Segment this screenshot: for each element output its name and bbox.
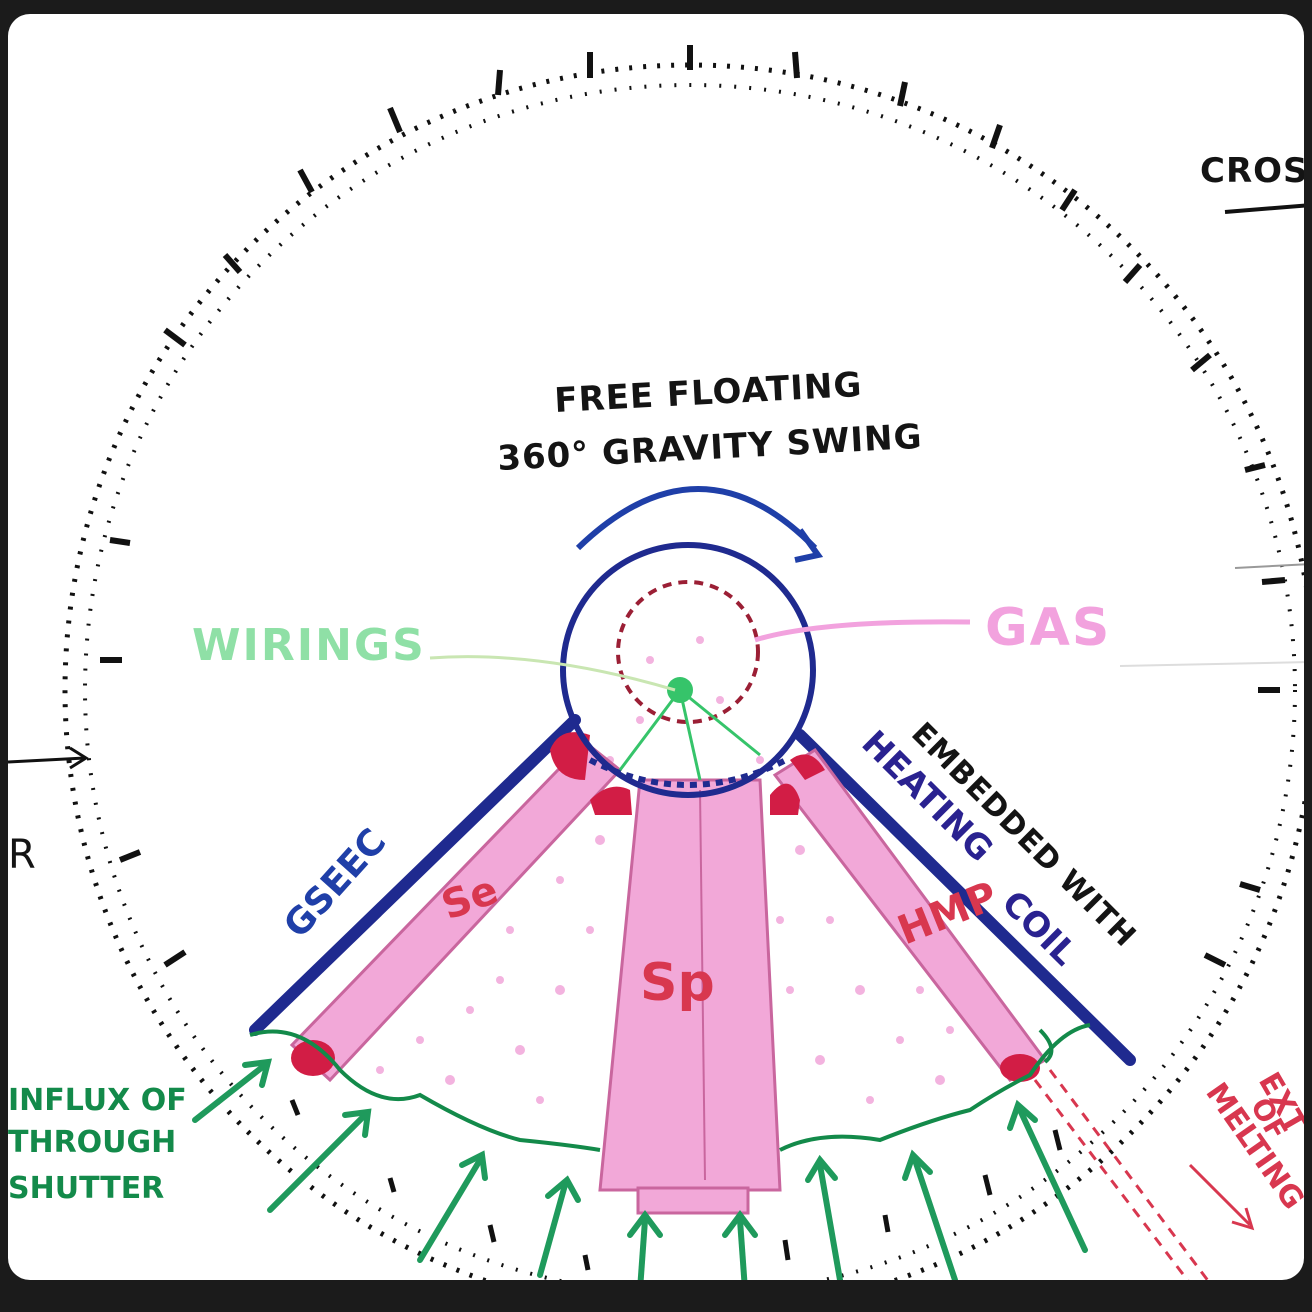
influx-line2: THROUGH (8, 1125, 176, 1160)
melting-extension (1033, 1069, 1255, 1280)
inner-dotted-ring (83, 83, 1297, 1280)
influx-line3: SHUTTER (8, 1171, 164, 1206)
gravity-swing-label: 360° GRAVITY SWING (496, 417, 923, 479)
sp-label: Sp (640, 953, 715, 1013)
hub-ring (560, 542, 816, 798)
hand-drawn-diagram: CROSS FREE FLOATING 360° GRAVITY SWING W… (8, 45, 1304, 1280)
heating-coil-bar (794, 729, 1136, 1066)
gas-chamber (616, 580, 760, 724)
cross-label: CROSS (1200, 151, 1304, 191)
gseec-label: GSEEC (276, 821, 394, 946)
influx-arrows (192, 1058, 1088, 1280)
ring-ticks (100, 45, 1286, 968)
free-floating-label: FREE FLOATING (553, 365, 863, 421)
gseec-bar (249, 714, 581, 1036)
shutter-ticks (289, 1099, 1063, 1271)
influx-line1: INFLUX OF (8, 1083, 187, 1118)
wirings-label: WIRINGS (192, 620, 426, 671)
gas-label: GAS (985, 598, 1111, 658)
r-label: R (8, 832, 37, 878)
sketch-frame: CROSS FREE FLOATING 360° GRAVITY SWING W… (8, 14, 1304, 1280)
